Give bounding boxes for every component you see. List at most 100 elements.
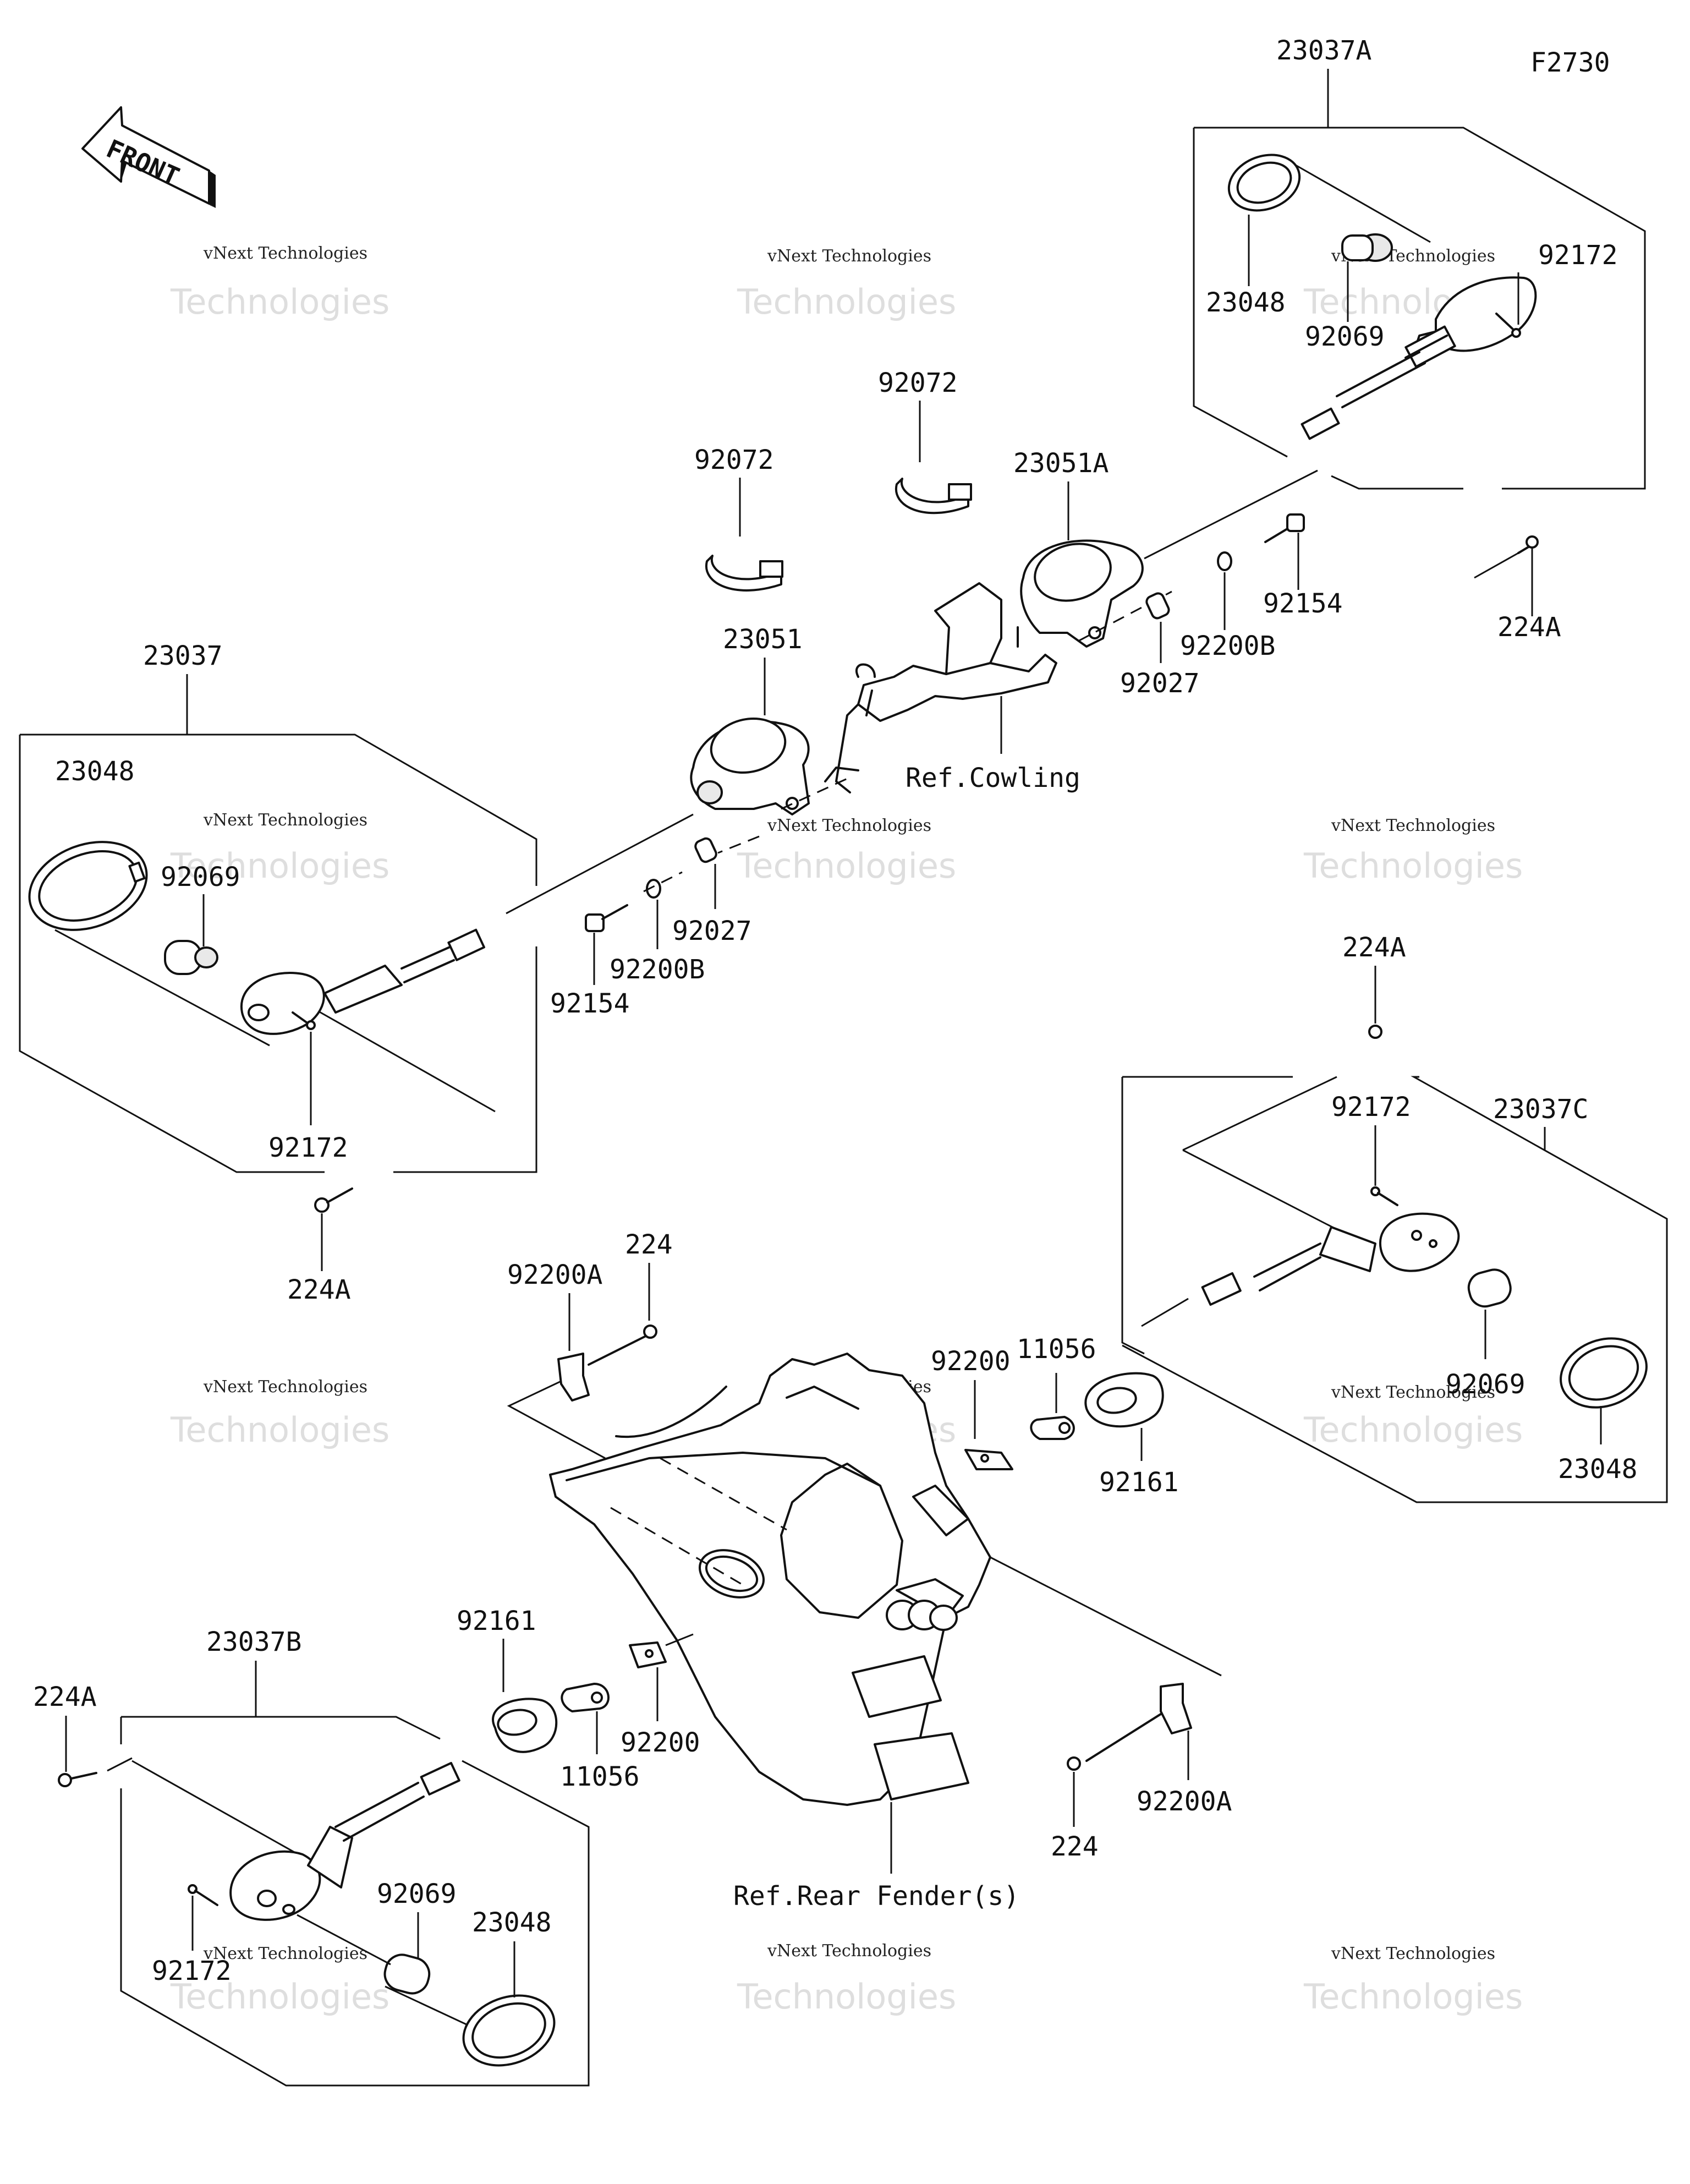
label-92154-a: 92154 — [550, 988, 630, 1019]
bolt-224A-top: 224A — [1474, 535, 1561, 643]
watermark-big-5: Technologies — [737, 846, 956, 886]
lens-icon — [28, 841, 148, 931]
screw-icon — [188, 1884, 218, 1906]
label-92072-b: 92072 — [694, 445, 774, 475]
bulb-icon — [164, 940, 218, 975]
label-224-b: 224 — [1051, 1831, 1099, 1862]
label-92161-b: 92161 — [457, 1606, 536, 1636]
label-224A-b: 224A — [287, 1274, 351, 1305]
ref-rear-fender: Ref.Rear Fender(s) — [733, 1881, 1019, 1912]
watermark-small-7: vNext Technologies — [203, 1377, 367, 1397]
watermark-5: Technologies vNext Technologies — [737, 816, 956, 886]
bolt-224A-bottom: 224A — [33, 1682, 133, 1787]
label-92200-a: 92200 — [931, 1346, 1011, 1377]
screw-224-right: 224 — [1051, 1756, 1099, 1862]
label-23048-b: 23048 — [55, 756, 135, 787]
turn-signal-housing-icon — [229, 1761, 460, 1921]
watermarks: Technologies vNext Technologies Technolo… — [170, 244, 1523, 2017]
assembly-23037: 23037 23048 92069 — [19, 641, 537, 1173]
label-23051: 23051 — [723, 624, 803, 655]
label-11056-a: 11056 — [1017, 1334, 1096, 1365]
label-92027-b: 92027 — [1120, 668, 1200, 699]
label-92172-a: 92172 — [1538, 240, 1618, 271]
housing-23051: 23051 — [690, 624, 810, 815]
watermark-9: Technologies vNext Technologies — [1303, 1383, 1523, 1450]
watermark-big-7: Technologies — [170, 1410, 389, 1450]
screw-icon — [292, 1011, 316, 1030]
watermark-11: Technologies vNext Technologies — [737, 1941, 956, 2017]
bolt-92154-right: 92154 — [1263, 513, 1343, 619]
grommet-92161-right: 92161 — [1084, 1372, 1179, 1498]
label-23048-d: 23048 — [472, 1907, 552, 1938]
label-92172-c: 92172 — [1331, 1092, 1411, 1123]
label-11056-b: 11056 — [560, 1761, 640, 1792]
spacer-92027-left: 92027 — [672, 837, 752, 946]
watermark-small-2: vNext Technologies — [767, 247, 931, 266]
watermark-big-4: Technologies — [170, 846, 389, 886]
bulb-icon — [383, 1953, 431, 1995]
label-92069-a: 92069 — [1305, 321, 1385, 352]
cowling-bracket — [824, 582, 1057, 793]
label-224A-a: 224A — [1497, 612, 1561, 643]
bracket-92200A-left: 92200A — [507, 1260, 650, 1459]
watermark-6: Technologies vNext Technologies — [1303, 816, 1523, 886]
assembly-23037B: 23037B 92172 92069 — [120, 1627, 590, 2087]
label-92069-d: 92069 — [377, 1879, 457, 1909]
clamp-92072-left: 92072 — [694, 445, 783, 592]
label-23048-a: 23048 — [1206, 287, 1286, 318]
screw-icon — [1495, 313, 1521, 338]
watermark-small-6: vNext Technologies — [1331, 816, 1495, 835]
watermark-small-12: vNext Technologies — [1331, 1944, 1495, 1963]
bolt-224A-left: 224A — [287, 1187, 353, 1305]
assembly-23037A: 23037A 23048 92069 — [1193, 35, 1646, 490]
label-92200A-b: 92200A — [1137, 1786, 1232, 1817]
nut-11056-right: 11056 — [1017, 1334, 1096, 1440]
front-arrow-icon: FRONT — [81, 106, 216, 208]
label-23051A: 23051A — [1013, 448, 1109, 479]
bulb-icon — [1341, 233, 1393, 262]
label-23037C: 23037C — [1493, 1094, 1588, 1125]
label-92172-b: 92172 — [268, 1132, 348, 1163]
washer-92200B-right: 92200B — [1180, 551, 1275, 661]
label-23037B: 23037B — [206, 1627, 301, 1657]
ref-cowling: Ref.Cowling — [906, 763, 1080, 793]
clamp-92072-right: 92072 — [878, 368, 972, 514]
label-92200-b: 92200 — [621, 1727, 700, 1758]
grommet-92161-left: 92161 — [457, 1606, 558, 1753]
watermark-12: Technologies vNext Technologies — [1303, 1944, 1523, 2017]
label-92027-a: 92027 — [672, 916, 752, 946]
housing-23051A: 23051A — [1013, 448, 1144, 648]
turn-signal-housing-icon — [240, 928, 485, 1035]
lens-icon — [1560, 1337, 1648, 1409]
watermark-7: Technologies vNext Technologies — [170, 1377, 389, 1450]
label-224-a: 224 — [625, 1229, 673, 1260]
watermark-10: Technologies vNext Technologies — [170, 1944, 389, 2017]
watermark-4: Technologies vNext Technologies — [170, 811, 389, 886]
screw-224-left: 224 — [625, 1229, 673, 1339]
label-224A-c: 224A — [1342, 932, 1406, 963]
watermark-big-1: Technologies — [170, 282, 389, 322]
watermark-2: Technologies vNext Technologies — [737, 247, 956, 322]
washer-92200B-left: 92200B — [610, 879, 705, 985]
diagram-code: F2730 — [1530, 47, 1610, 78]
label-23037: 23037 — [143, 641, 223, 671]
label-92072-a: 92072 — [878, 368, 958, 398]
label-92069-c: 92069 — [1446, 1369, 1526, 1400]
lens-icon — [462, 1994, 556, 2067]
watermark-big-11: Technologies — [737, 1977, 956, 2017]
bolt-224A-right: 224A — [1342, 932, 1406, 1039]
screw-icon — [1370, 1186, 1398, 1206]
nut-11056-left: 11056 — [560, 1683, 640, 1792]
assembly-23037C: 23037C 92172 92069 — [1121, 1076, 1668, 1503]
turn-signal-housing-icon — [1201, 1212, 1460, 1306]
rear-fender — [549, 1353, 991, 1806]
plate-92200-left: 92200 — [621, 1633, 700, 1758]
watermark-big-6: Technologies — [1303, 846, 1523, 886]
turn-signal-housing-icon — [1301, 276, 1537, 440]
label-92200B-b: 92200B — [1180, 631, 1275, 661]
label-224A-d: 224A — [33, 1682, 97, 1712]
plate-92200-right: 92200 — [931, 1346, 1013, 1470]
watermark-small-11: vNext Technologies — [767, 1941, 931, 1961]
watermark-small-9: vNext Technologies — [1331, 1383, 1495, 1402]
